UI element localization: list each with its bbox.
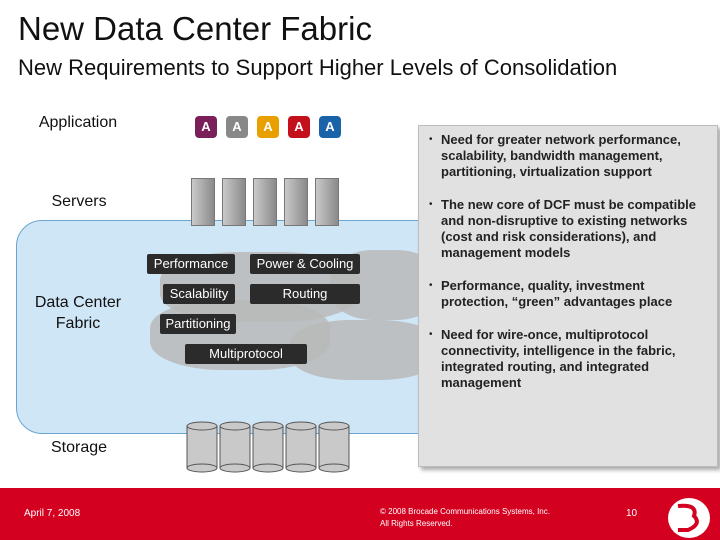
server-icon — [253, 178, 277, 226]
callout-bullet: Need for greater network performance, sc… — [429, 132, 707, 180]
page-number: 10 — [626, 508, 638, 519]
callout-bullet: The new core of DCF must be compatible a… — [429, 197, 707, 261]
feature-performance: Performance — [147, 254, 235, 274]
app-icon: A — [319, 116, 341, 138]
app-icon: A — [195, 116, 217, 138]
label-application: Application — [38, 114, 118, 131]
server-icon — [315, 178, 339, 226]
app-icon: A — [257, 116, 279, 138]
callout-bullet: Performance, quality, investment protect… — [429, 278, 707, 310]
app-icon: A — [226, 116, 248, 138]
slide-title: New Data Center Fabric — [18, 10, 372, 47]
server-icon — [191, 178, 215, 226]
feature-routing: Routing — [250, 284, 360, 304]
slide-subtitle: New Requirements to Support Higher Level… — [18, 55, 618, 80]
brocade-logo-icon — [668, 498, 710, 538]
feature-partitioning: Partitioning — [160, 314, 236, 334]
footer-date: April 7, 2008 — [24, 508, 81, 519]
feature-scalability: Scalability — [163, 284, 235, 304]
label-storage: Storage — [50, 439, 108, 456]
feature-multiprotocol: Multiprotocol — [185, 344, 307, 364]
requirements-callout: Need for greater network performance, sc… — [418, 125, 718, 467]
app-icon: A — [288, 116, 310, 138]
label-fabric: Data Center Fabric — [34, 294, 122, 332]
feature-power-cooling: Power & Cooling — [250, 254, 360, 274]
callout-bullet: Need for wire-once, multiprotocol connec… — [429, 327, 707, 391]
server-icon — [284, 178, 308, 226]
label-servers: Servers — [51, 193, 107, 210]
footer-bar: April 7, 2008 © 2008 Brocade Communicati… — [0, 488, 720, 540]
server-icon — [222, 178, 246, 226]
footer-copyright: © 2008 Brocade Communications Systems, I… — [380, 507, 550, 528]
